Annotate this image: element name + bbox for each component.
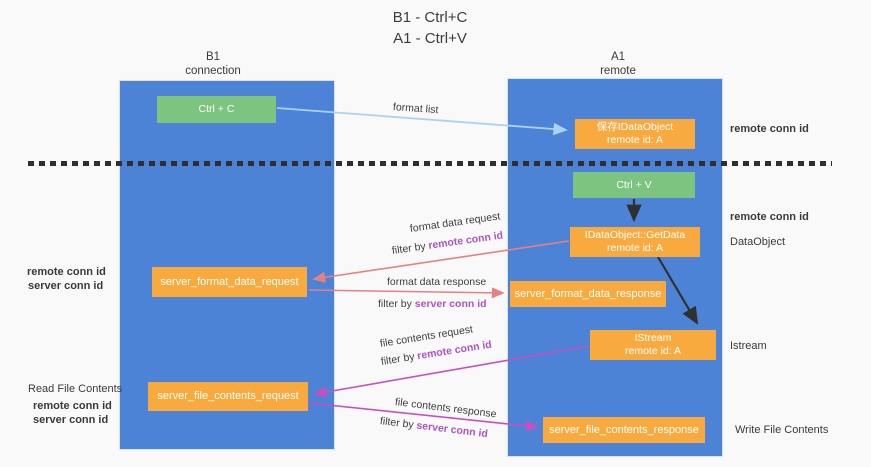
filter-conn-id: server conn id (415, 419, 489, 441)
side-label-remote-conn-id-mid: remote conn id (730, 211, 809, 223)
side-label-left-remote-conn-id-bottom: remote conn id (33, 400, 112, 412)
node-istream-line1: IStream (634, 332, 672, 344)
side-label-dataobject: DataObject (730, 236, 786, 248)
flow-label-format-data-response: format data response (387, 276, 487, 288)
node-server-file-contents-request: server_file_contents_request (148, 382, 308, 411)
node-ctrl-v: Ctrl + V (573, 172, 695, 198)
filter-conn-id: remote conn id (427, 229, 504, 252)
arrow-format-data-response (308, 287, 505, 299)
column-a1-role: remote (600, 65, 636, 77)
node-server-format-data-request-label: server_format_data_request (160, 275, 299, 288)
node-server-file-contents-response: server_file_contents_response (543, 417, 705, 443)
node-istream-line2: remote id: A (624, 345, 682, 357)
node-ctrl-c-label: Ctrl + C (198, 103, 235, 115)
filter-conn-id: server conn id (414, 298, 487, 310)
diagram-title-line2: A1 - Ctrl+V (393, 30, 467, 47)
diagram-title-line1: B1 - Ctrl+C (392, 9, 468, 26)
node-idataobject-getdata-line1: IDataObject::GetData (584, 229, 686, 241)
column-header-a1: A1 remote (548, 50, 688, 78)
node-server-format-data-response: server_format_data_response (510, 281, 666, 307)
side-label-write-file-contents: Write File Contents (735, 424, 829, 436)
column-a1-name: A1 (610, 51, 626, 63)
filter-prefix: filter by (391, 239, 430, 257)
node-save-idataobject: 保存IDataObject remote id: A (575, 119, 695, 149)
flow-filter-format-data-response: filter by server conn id (378, 298, 487, 310)
side-label-left-remote-conn-id-top: remote conn id (27, 266, 106, 278)
side-label-left-server-conn-id-bottom: server conn id (33, 414, 109, 426)
side-label-read-file-contents: Read File Contents (28, 383, 123, 395)
node-save-idataobject-line1: 保存IDataObject (596, 121, 674, 133)
node-ctrl-c: Ctrl + C (157, 96, 276, 123)
column-b1-name: B1 (205, 51, 221, 63)
node-server-file-contents-request-label: server_file_contents_request (157, 390, 299, 402)
node-idataobject-getdata-line2: remote id: A (606, 242, 664, 254)
node-ctrl-v-label: Ctrl + V (616, 178, 652, 191)
diagram-title: B1 - Ctrl+C A1 - Ctrl+V (327, 7, 533, 49)
filter-prefix: filter by (378, 298, 415, 310)
flow-label-format-list: format list (392, 101, 439, 117)
filter-prefix: filter by (379, 415, 418, 432)
side-label-left-server-conn-id-top: server conn id (28, 280, 104, 292)
flow-label-file-contents-response: file contents response (394, 396, 498, 421)
side-label-istream: Istream (730, 340, 767, 352)
node-server-file-contents-response-label: server_file_contents_response (549, 423, 699, 436)
node-idataobject-getdata: IDataObject::GetData remote id: A (570, 227, 700, 257)
node-server-format-data-request: server_format_data_request (152, 267, 307, 297)
side-label-remote-conn-id-top: remote conn id (730, 123, 809, 135)
flow-filter-format-data-request: filter by remote conn id (391, 229, 504, 256)
flow-filter-file-contents-response: filter by server conn id (379, 415, 488, 440)
node-istream: IStream remote id: A (590, 330, 716, 360)
node-save-idataobject-line2: remote id: A (606, 134, 664, 146)
column-b1-role: connection (185, 65, 241, 77)
filter-prefix: filter by (380, 350, 419, 368)
machine-boundary-dashed-line (28, 161, 832, 166)
node-server-format-data-response-label: server_format_data_response (514, 287, 662, 300)
column-header-b1: B1 connection (143, 50, 283, 78)
